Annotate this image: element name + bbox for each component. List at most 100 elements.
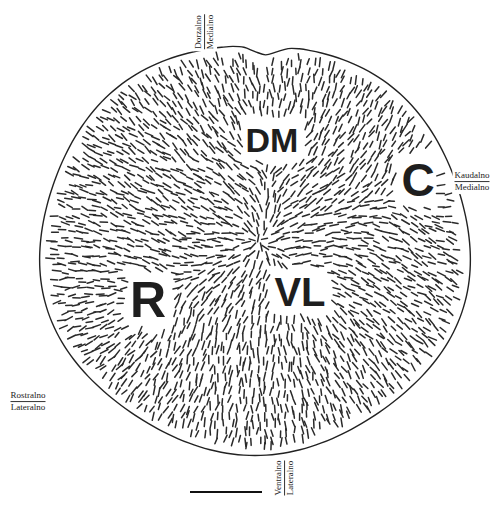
fiber-stroke: [92, 348, 100, 351]
fiber-stroke: [173, 200, 179, 203]
fiber-stroke: [405, 132, 410, 136]
fiber-stroke: [116, 383, 119, 389]
fiber-stroke: [354, 389, 358, 394]
fiber-stroke: [230, 370, 232, 378]
fiber-stroke: [192, 140, 197, 146]
fiber-stroke: [272, 382, 274, 388]
fiber-stroke: [403, 256, 411, 259]
fiber-stroke: [156, 198, 161, 202]
fiber-stroke: [221, 413, 223, 420]
fiber-stroke: [210, 299, 215, 306]
fiber-stroke: [312, 372, 314, 380]
fiber-stroke: [325, 124, 328, 130]
fiber-stroke: [213, 273, 220, 275]
fiber-stroke: [293, 237, 299, 239]
fiber-stroke: [254, 261, 256, 269]
fiber-stroke: [394, 261, 400, 263]
fiber-stroke: [295, 263, 302, 265]
fiber-stroke: [391, 301, 396, 306]
fiber-stroke: [333, 318, 338, 323]
fiber-stroke: [404, 375, 409, 381]
fiber-stroke: [115, 343, 120, 347]
fiber-stroke: [214, 277, 220, 283]
fiber-stroke: [152, 262, 158, 265]
fiber-stroke: [345, 257, 352, 260]
fiber-stroke: [221, 342, 222, 350]
fiber-stroke: [351, 151, 353, 157]
fiber-stroke: [66, 277, 75, 279]
fiber-stroke: [138, 332, 142, 338]
fiber-stroke: [381, 390, 386, 397]
fiber-stroke: [256, 69, 258, 77]
fiber-stroke: [347, 101, 350, 107]
fiber-stroke: [136, 240, 142, 242]
fiber-stroke: [160, 112, 166, 118]
fiber-stroke: [273, 173, 274, 180]
fiber-stroke: [108, 310, 114, 314]
fiber-stroke: [390, 127, 395, 134]
fiber-stroke: [380, 150, 384, 154]
fiber-stroke: [124, 197, 130, 202]
fiber-stroke: [96, 193, 104, 195]
fiber-stroke: [138, 150, 144, 154]
fiber-stroke: [263, 397, 265, 406]
fiber-stroke: [303, 261, 310, 263]
fiber-stroke: [235, 199, 242, 204]
fiber-stroke: [367, 110, 371, 116]
fiber-stroke: [82, 165, 89, 170]
fiber-stroke: [333, 168, 339, 172]
fiber-stroke: [112, 199, 117, 203]
fiber-stroke: [129, 362, 134, 368]
fiber-stroke: [74, 325, 81, 327]
fiber-stroke: [311, 167, 316, 171]
fiber-stroke: [326, 233, 332, 236]
fiber-stroke: [252, 213, 254, 222]
fiber-stroke: [320, 253, 326, 254]
fiber-stroke: [218, 357, 220, 363]
fiber-stroke: [136, 116, 140, 121]
fiber-stroke: [250, 331, 252, 337]
fiber-stroke: [350, 87, 354, 93]
fiber-stroke: [329, 62, 331, 70]
fiber-stroke: [398, 270, 404, 272]
fiber-stroke: [188, 365, 190, 372]
fiber-stroke: [252, 92, 254, 98]
fiber-stroke: [207, 217, 214, 219]
fiber-stroke: [188, 85, 192, 91]
fiber-stroke: [295, 68, 297, 74]
fiber-stroke: [187, 119, 193, 124]
fiber-stroke: [313, 341, 314, 348]
fiber-stroke: [253, 349, 254, 358]
fiber-stroke: [158, 403, 160, 409]
fiber-stroke: [57, 257, 64, 259]
fiber-stroke: [417, 359, 421, 364]
fiber-stroke: [284, 346, 287, 354]
fiber-stroke: [246, 85, 248, 91]
fiber-stroke: [124, 248, 130, 251]
fiber-stroke: [295, 212, 302, 216]
fiber-stroke: [62, 273, 68, 274]
fiber-stroke: [412, 329, 417, 332]
fiber-stroke: [196, 315, 198, 324]
fiber-stroke: [244, 223, 249, 229]
fiber-stroke: [220, 163, 224, 168]
fiber-stroke: [93, 136, 98, 141]
fiber-stroke: [253, 66, 255, 75]
fiber-stroke: [277, 254, 282, 258]
fiber-stroke: [307, 379, 310, 385]
fiber-stroke: [215, 131, 218, 137]
fiber-stroke: [375, 156, 379, 161]
fiber-stroke: [234, 164, 239, 169]
fiber-stroke: [359, 288, 365, 291]
fiber-stroke: [111, 168, 117, 172]
fiber-stroke: [155, 215, 163, 216]
fiber-stroke: [437, 185, 445, 186]
fiber-stroke: [256, 403, 259, 411]
fiber-stroke: [373, 319, 379, 325]
fiber-stroke: [246, 397, 248, 403]
fiber-stroke: [329, 76, 331, 82]
fiber-stroke: [269, 90, 272, 98]
fiber-stroke: [340, 91, 342, 98]
fiber-stroke: [308, 68, 310, 75]
fiber-stroke: [424, 208, 430, 210]
